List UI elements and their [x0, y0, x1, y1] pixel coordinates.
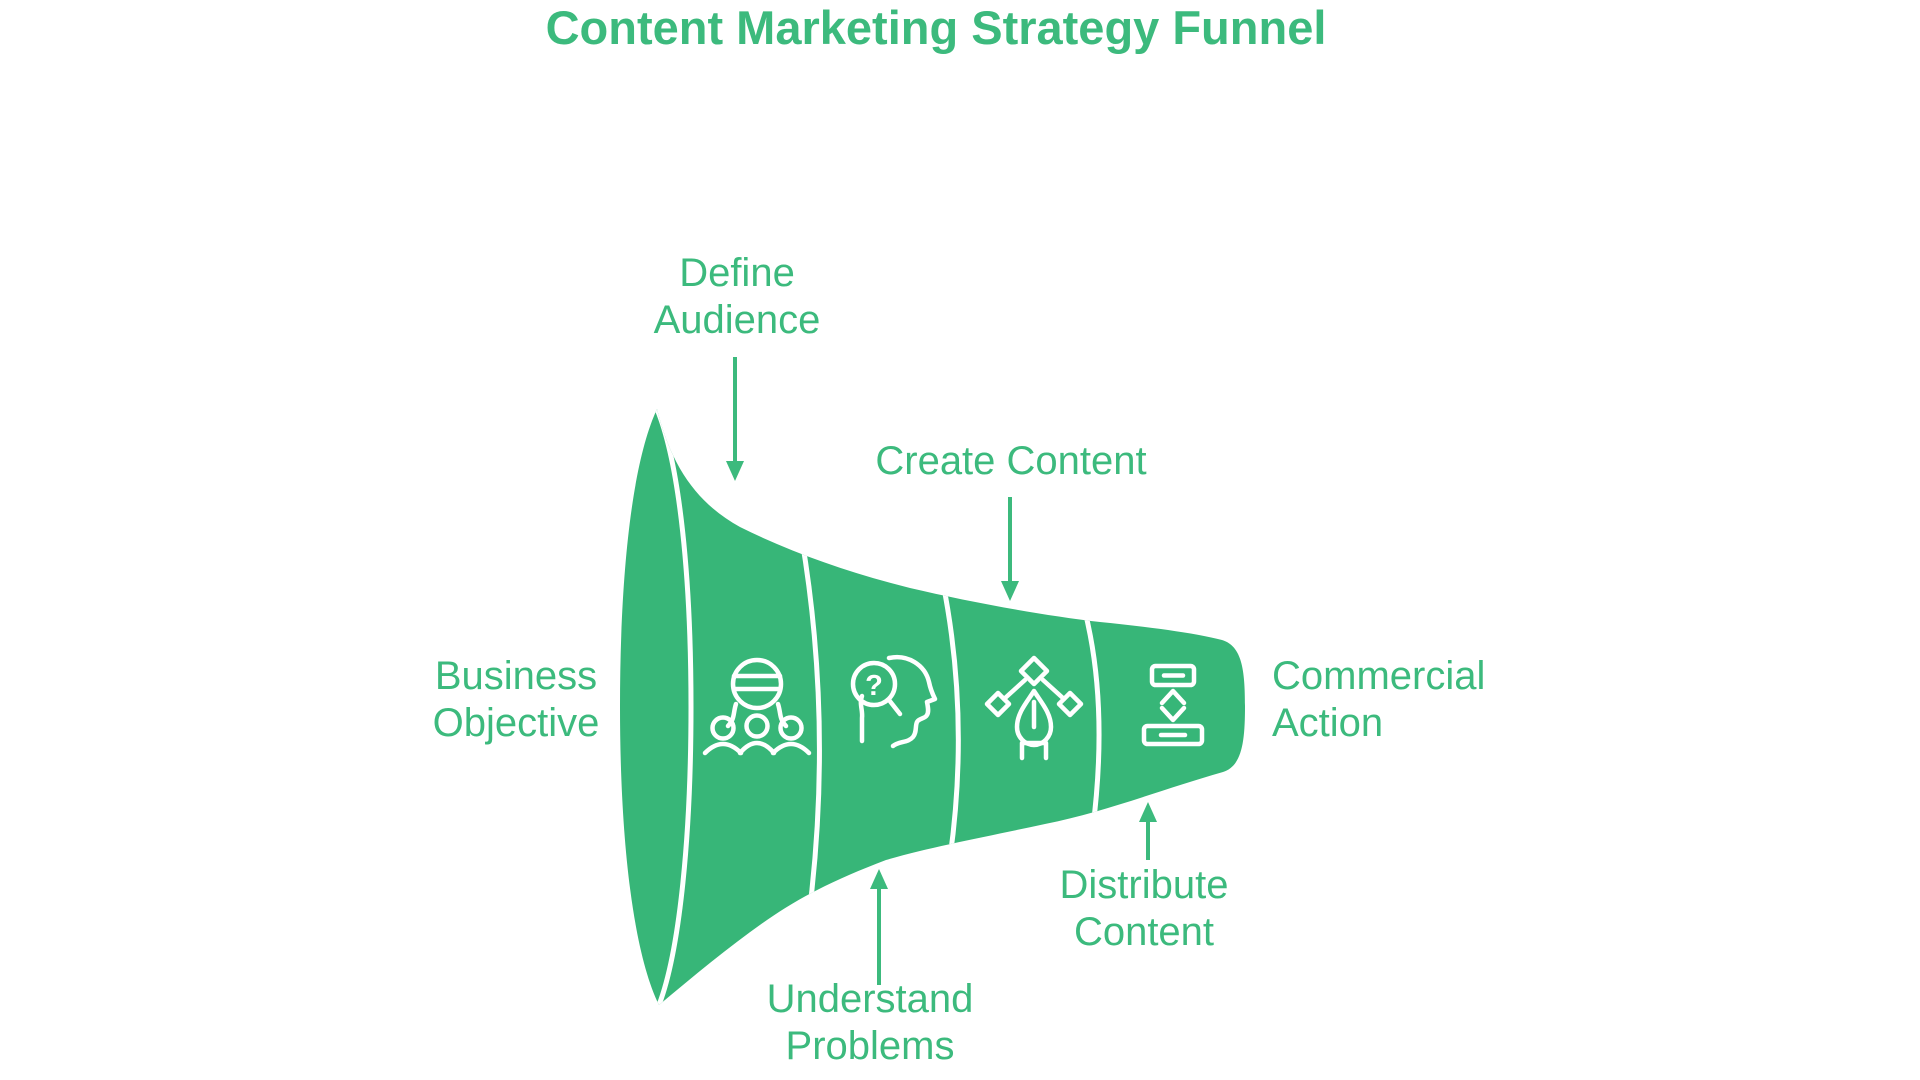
head-question-icon: ?	[850, 654, 938, 749]
label-understand-problems: Understand Problems	[766, 977, 974, 1068]
funnel-mouth-arc	[654, 409, 694, 1005]
label-distribute-content: Distribute Content	[1059, 863, 1229, 954]
label-create-content: Create Content	[875, 439, 1147, 483]
funnel-divider-1	[797, 527, 822, 908]
funnel-body	[620, 409, 1245, 1005]
label-define-audience: Define Audience	[653, 251, 821, 342]
audience-icon	[702, 657, 812, 756]
label-commercial-action: Commercial Action	[1272, 654, 1486, 745]
question-mark-glyph: ?	[865, 670, 883, 702]
label-business-objective: Business Objective	[432, 654, 600, 745]
arrow-create-content	[1001, 497, 1019, 601]
distribute-icon	[1141, 663, 1205, 747]
arrow-distribute-content	[1139, 802, 1157, 860]
arrow-define-audience	[726, 357, 744, 481]
page-title: Content Marketing Strategy Funnel	[545, 1, 1327, 54]
arrow-understand-problems	[870, 869, 888, 985]
funnel-divider-3	[1079, 599, 1102, 836]
pen-tool-icon	[984, 655, 1084, 761]
funnel-divider-2	[939, 577, 961, 859]
